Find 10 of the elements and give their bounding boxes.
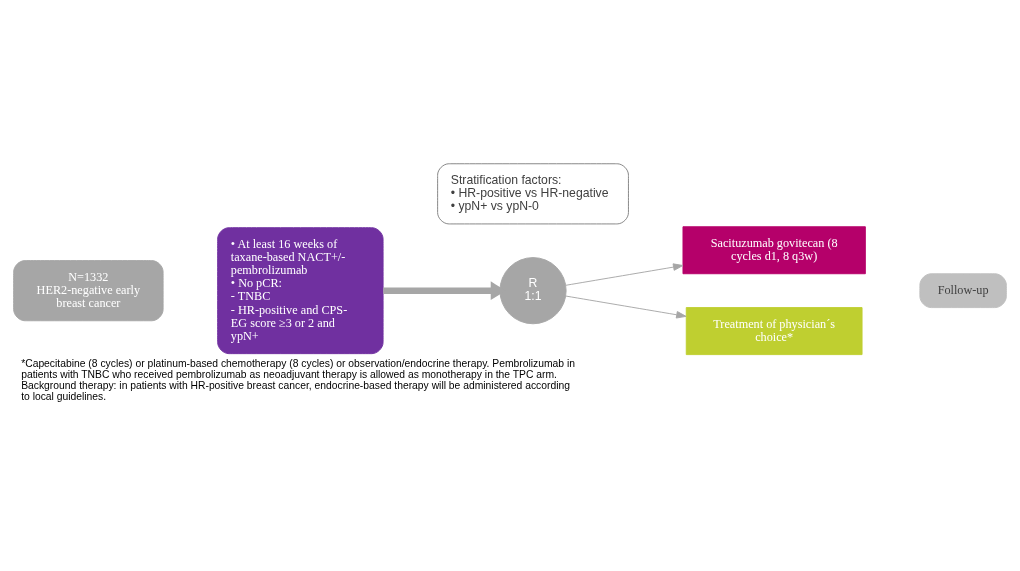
- caption: *Capecitabine (8 cycles) or platinum-based chemotherapy (8 cycles) or observation/endocrine therapy. Pembrolizumab in patients with TNBC who received pembrolizumab as neoadjuvant therapy is allowed as monotherapy in the TPC arm. Background therapy: in patients with HR-positive breast cancer, endocrine-based therapy will be administered according to local guidelines.: [21, 357, 575, 403]
- arrow: [565, 263, 684, 286]
- node-box: Stratification factors: • HR-positive vs HR-negative • ypN+ vs ypN-0: [437, 163, 629, 225]
- node-box: Sacituzumab govitecan (8 cycles d1, 8 q3w): [682, 226, 866, 275]
- node-circle: R 1:1: [499, 257, 567, 325]
- node-box: Follow-up: [919, 273, 1007, 309]
- node-box: Treatment of physician´s choice*: [685, 307, 863, 356]
- node-box: N=1332 HER2-negative early breast cancer: [13, 260, 164, 322]
- arrow: [565, 295, 687, 319]
- node-box: • At least 16 weeks of taxane-based NACT+/- pembrolizumab • No pCR: - TNBC - HR-positive and CPS-EG score ≥3 or 2 and ypN+: [217, 227, 384, 355]
